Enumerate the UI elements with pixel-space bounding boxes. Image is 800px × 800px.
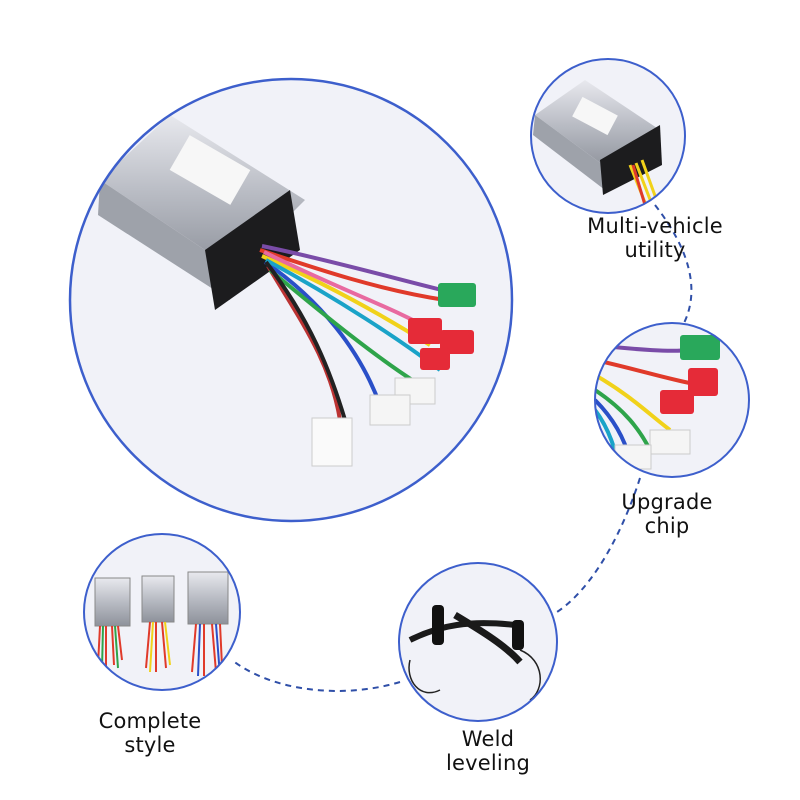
- feature-label-line1: Upgrade: [621, 490, 713, 514]
- feature-label-upgrade-chip: Upgrade chip: [592, 490, 742, 538]
- feature-label-line1: Multi-vehicle: [587, 214, 723, 238]
- feature-image-upgrade-chip: [594, 322, 750, 478]
- feature-label-line1: Weld: [461, 727, 515, 751]
- feature-label-complete-style: Complete style: [75, 709, 225, 757]
- main-product-image: [68, 77, 514, 523]
- feature-image-multi-vehicle: [530, 58, 686, 214]
- feature-image-weld-leveling: [398, 562, 558, 722]
- feature-label-line2: chip: [644, 514, 690, 538]
- feature-label-multi-vehicle: Multi-vehicle utility: [560, 214, 750, 262]
- feature-label-line1: Complete: [98, 709, 202, 733]
- dashed-connector: [231, 204, 693, 692]
- feature-label-line2: leveling: [445, 751, 530, 775]
- feature-image-complete-style: [83, 533, 241, 691]
- feature-label-line2: style: [124, 733, 176, 757]
- feature-label-weld-leveling: Weld leveling: [413, 727, 563, 775]
- feature-label-line2: utility: [624, 238, 686, 262]
